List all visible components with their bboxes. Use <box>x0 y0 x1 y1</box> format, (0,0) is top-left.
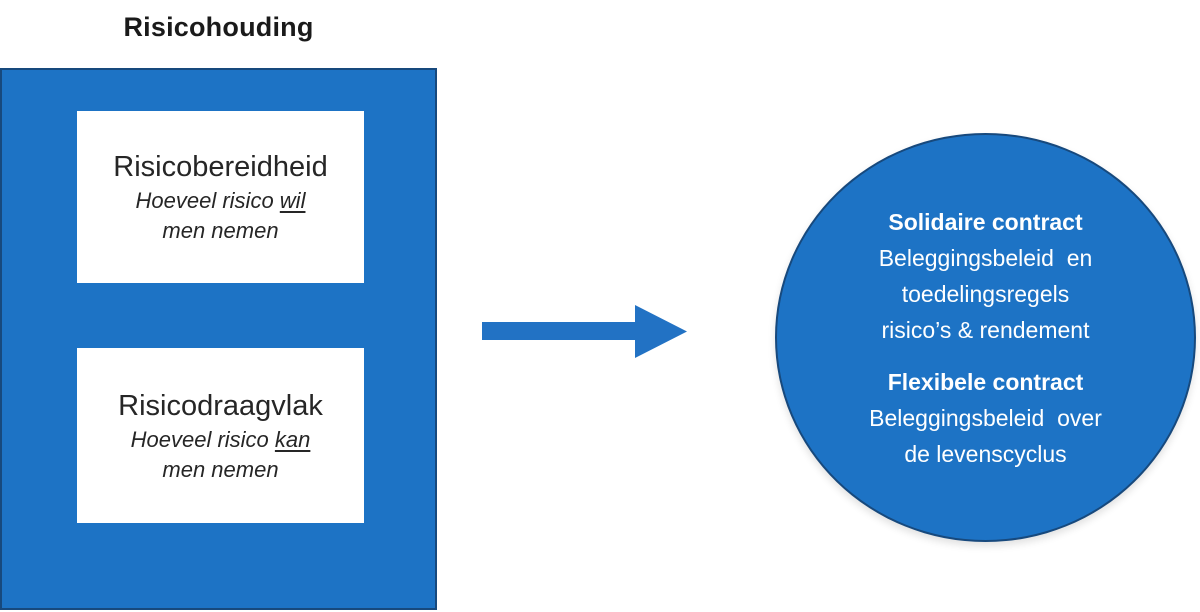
risk-appetite-heading: Risicobereidheid <box>113 151 328 183</box>
subtext-prefix: Hoeveel risico <box>130 426 275 452</box>
solidaire-contract-section: Solidaire contract Beleggingsbeleid en t… <box>879 204 1093 348</box>
flexibele-contract-section: Flexibele contract Beleggingsbeleid over… <box>869 364 1102 472</box>
flexibele-line-2: de levenscyclus <box>904 440 1067 467</box>
subtext-underlined-word: wil <box>279 188 306 213</box>
risk-appetite-box: Risicobereidheid Hoeveel risico wil men … <box>77 111 364 283</box>
flexibele-line-1: Beleggingsbeleid over <box>869 404 1102 431</box>
solidaire-contract-title: Solidaire contract <box>888 208 1083 235</box>
flexibele-contract-title: Flexibele contract <box>887 368 1084 395</box>
risk-capacity-subtext: Hoeveel risico kan men nemen <box>131 425 311 485</box>
subtext-line2: men nemen <box>162 456 279 482</box>
diagram-title: Risicohouding <box>123 12 314 42</box>
solidaire-line-3: risico’s & rendement <box>881 316 1090 343</box>
subtext-prefix: Hoeveel risico <box>135 188 280 213</box>
right-arrow-icon <box>482 305 687 359</box>
solidaire-line-2: toedelingsregels <box>901 280 1070 307</box>
risk-capacity-heading: Risicodraagvlak <box>118 389 323 422</box>
solidaire-line-1: Beleggingsbeleid en <box>878 244 1093 271</box>
risk-capacity-box: Risicodraagvlak Hoeveel risico kan men n… <box>77 348 364 523</box>
arrow-shape <box>482 305 687 358</box>
contracts-circle: Solidaire contract Beleggingsbeleid en t… <box>775 133 1196 542</box>
subtext-underlined-word: kan <box>274 426 311 452</box>
subtext-line2: men nemen <box>162 218 279 243</box>
risk-appetite-subtext: Hoeveel risico wil men nemen <box>136 186 306 246</box>
